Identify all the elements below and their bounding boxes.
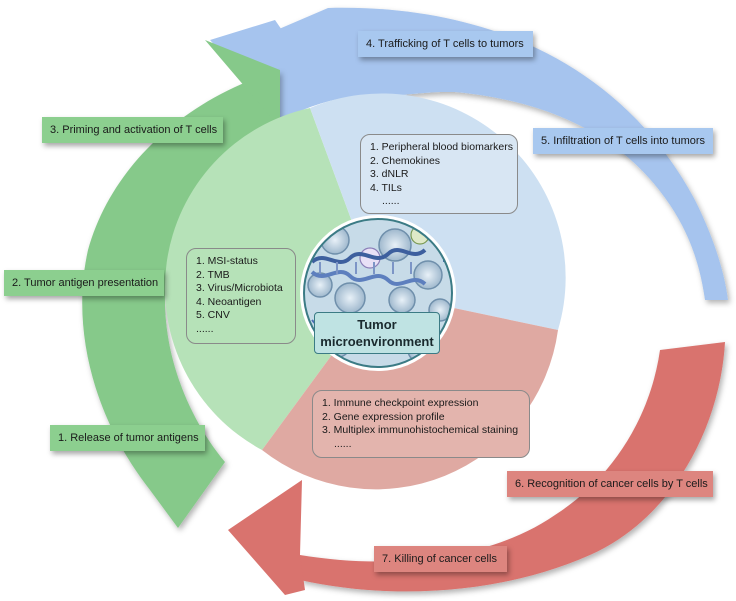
- immune-biomarker-item: ......: [334, 437, 352, 450]
- step-5-label: 5. Infiltration of T cells into tumors: [533, 128, 713, 154]
- blood-biomarker-item: 3. dNLR: [370, 168, 409, 180]
- blood-biomarker-item: 4. TILs: [370, 181, 402, 194]
- step-6-label: 6. Recognition of cancer cells by T cell…: [507, 471, 713, 497]
- blood-biomarker-item: 2. Chemokines: [370, 154, 441, 167]
- tumor-biomarker-item: ......: [196, 322, 214, 335]
- immune-biomarker-item: 1. Immune checkpoint expression: [322, 397, 479, 409]
- blood-biomarker-box: 1. Peripheral blood biomarkers 2. Chemok…: [360, 134, 518, 214]
- immune-biomarker-box: 1. Immune checkpoint expression 2. Gene …: [312, 390, 530, 458]
- immune-biomarker-item: 2. Gene expression profile: [322, 410, 445, 423]
- immune-biomarker-item: 3. Multiplex immunohistochemical stainin…: [322, 424, 519, 436]
- blue-cycle-arrow: [272, 7, 728, 301]
- tumor-biomarker-item: 2. TMB: [196, 268, 230, 281]
- tme-label: Tumor microenvironment: [314, 312, 440, 354]
- tme-circle-outline: [303, 218, 453, 368]
- tme-label-line2: microenvironment: [320, 334, 434, 349]
- blood-biomarker-item: 1. Peripheral blood biomarkers: [370, 141, 513, 153]
- tumor-biomarker-item: 1. MSI-status: [196, 255, 258, 267]
- tumor-biomarker-item: 4. Neoantigen: [196, 295, 262, 308]
- tumor-biomarker-box: 1. MSI-status 2. TMB 3. Virus/Microbiota…: [186, 248, 296, 344]
- step-2-label: 2. Tumor antigen presentation: [4, 270, 164, 296]
- green-arrow-head: [205, 40, 280, 128]
- red-cycle-arrow: [300, 342, 725, 592]
- red-arrow-head: [228, 480, 305, 595]
- tumor-biomarker-item: 5. CNV: [196, 309, 230, 321]
- step-3-label: 3. Priming and activation of T cells: [42, 117, 223, 143]
- step-7-label: 7. Killing of cancer cells: [374, 546, 507, 572]
- step-1-label: 1. Release of tumor antigens: [50, 425, 205, 451]
- blood-biomarker-item: ......: [382, 195, 400, 207]
- tme-label-line1: Tumor: [357, 317, 397, 332]
- tumor-biomarker-item: 3. Virus/Microbiota: [196, 282, 283, 294]
- green-cycle-arrow: [82, 70, 280, 528]
- step-4-label: 4. Trafficking of T cells to tumors: [358, 31, 533, 57]
